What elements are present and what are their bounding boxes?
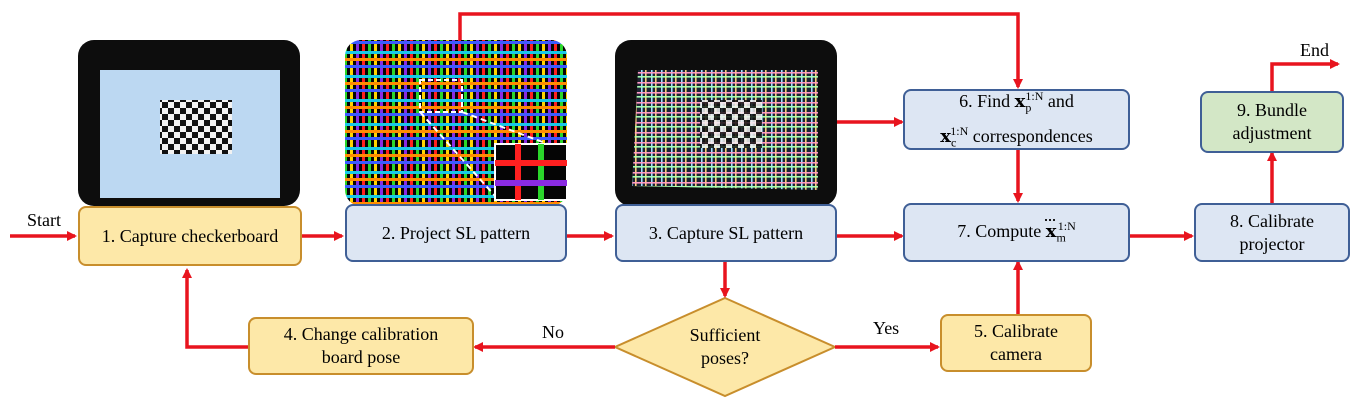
step-6-line2: xc1:N correspondences (940, 120, 1093, 155)
superscript-range-c: 1:N (950, 123, 969, 138)
sl-pattern-photo (345, 40, 568, 206)
step-6-prefix: 6. Find (959, 90, 1011, 111)
step-6-find-correspondences: 6. Find xp1:N and xc1:N correspondences (903, 89, 1130, 150)
subscript-p: p (1025, 100, 1032, 115)
start-label: Start (27, 210, 61, 230)
step-7-compute: 7. Compute xm1:N (903, 203, 1130, 262)
arrow-4-1 (182, 268, 248, 349)
decision-line2: poses? (701, 348, 749, 368)
symbol-x-p: x (1014, 90, 1026, 112)
step-8-calibrate-projector: 8. Calibrate projector (1194, 203, 1350, 262)
decision-text: Sufficient poses? (655, 324, 795, 370)
step-8-label-line2: projector (1239, 233, 1305, 254)
no-label: No (542, 322, 564, 342)
superscript-range-m: 1:N (1057, 219, 1076, 234)
step-1-capture-checkerboard: 1. Capture checkerboard (78, 206, 302, 266)
step-2-project-sl-pattern: 2. Project SL pattern (345, 204, 567, 262)
symbol-x-c: x (940, 125, 951, 147)
step-3-capture-sl-pattern: 3. Capture SL pattern (615, 204, 837, 262)
step-8-label-line1: 8. Calibrate (1230, 210, 1314, 231)
step-6-line1: 6. Find xp1:N and (959, 85, 1074, 120)
yes-label: Yes (873, 318, 900, 338)
step-1-label: 1. Capture checkerboard (101, 225, 279, 246)
step-3-label: 3. Capture SL pattern (648, 222, 804, 243)
step-4-change-board-pose: 4. Change calibration board pose (248, 317, 474, 375)
step-5-calibrate-camera: 5. Calibrate camera (940, 314, 1092, 372)
step-4-label-line2: board pose (321, 347, 401, 367)
arrow-photo2-6 (458, 12, 1023, 89)
step-5-label-line2: camera (990, 344, 1042, 364)
step-9-label-line1: 9. Bundle (1237, 100, 1307, 120)
step-2-label: 2. Project SL pattern (381, 222, 531, 243)
step-6-and: and (1047, 90, 1074, 111)
subscript-m: m (1056, 230, 1066, 245)
step-6-suffix: correspondences (972, 125, 1093, 146)
subscript-c: c (950, 135, 957, 150)
step-5-label-line1: 5. Calibrate (974, 321, 1058, 341)
step-4-label-line1: 4. Change calibration (283, 324, 439, 344)
sl-capture-photo (615, 40, 837, 206)
end-label: End (1300, 40, 1329, 60)
step-7-prefix: 7. Compute (957, 221, 1042, 242)
superscript-range: 1:N (1025, 88, 1044, 103)
step-9-bundle-adjustment: 9. Bundle adjustment (1200, 91, 1344, 153)
step-9-label-line2: adjustment (1232, 123, 1312, 143)
checkerboard-photo (78, 40, 300, 206)
decision-diamond (612, 296, 838, 398)
decision-line1: Sufficient (689, 325, 761, 345)
step-7-line: 7. Compute xm1:N (957, 215, 1076, 250)
symbol-x-dot-m: x (1045, 221, 1057, 243)
arrow-end (1270, 59, 1340, 91)
